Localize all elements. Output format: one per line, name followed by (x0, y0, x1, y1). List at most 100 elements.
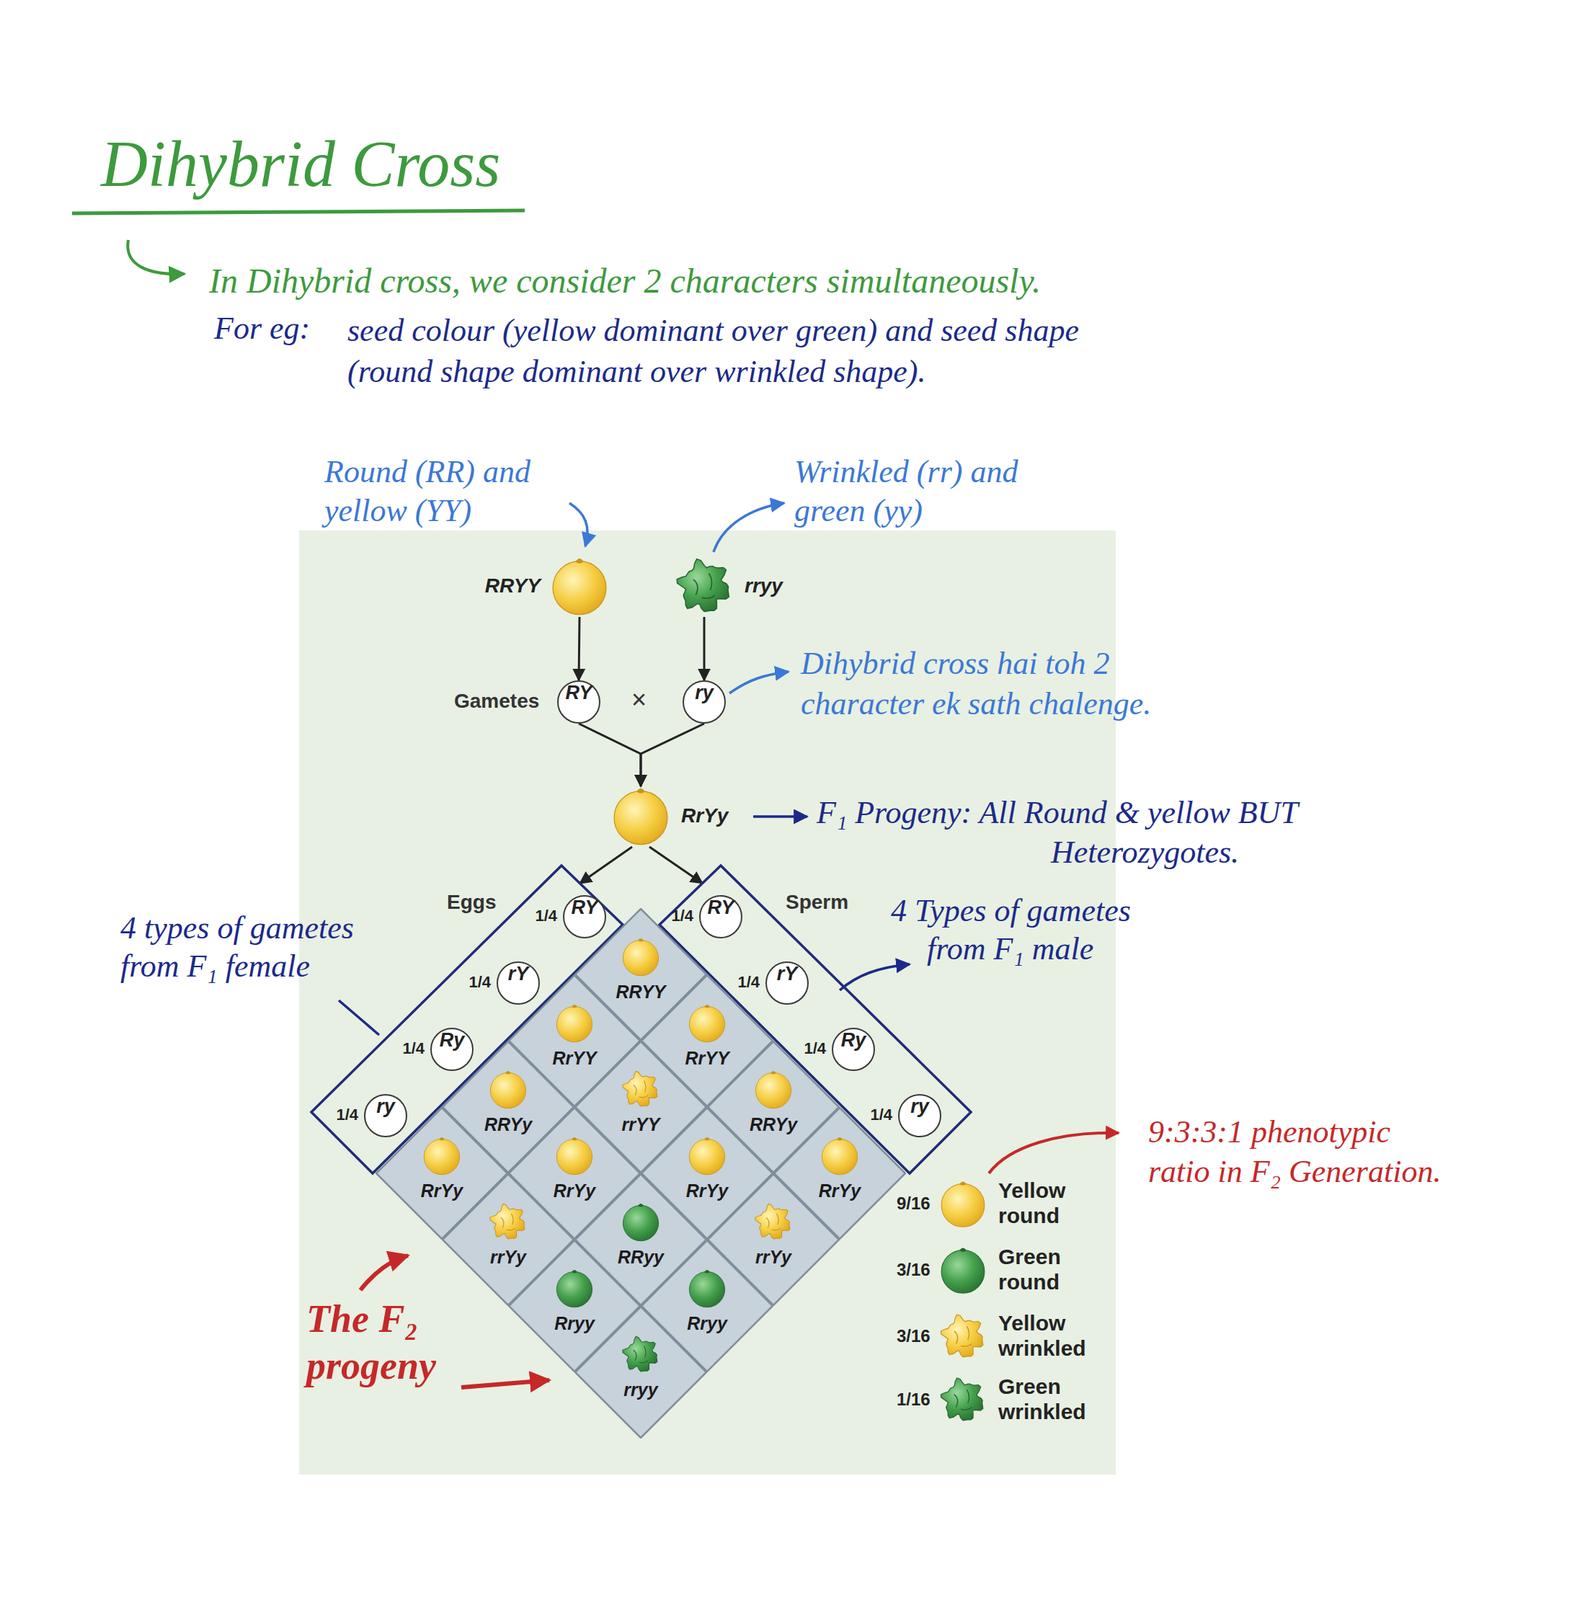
pea-hilum (836, 1137, 843, 1141)
genotype-label: rryy (744, 574, 783, 598)
pea-hilum (959, 1181, 967, 1185)
pea-node: RRYY (549, 556, 610, 617)
gamete-circle: RY (557, 680, 601, 724)
callout-arrow (360, 1255, 408, 1291)
pea-crease (954, 1389, 972, 1410)
legend-text: Yellow wrinkled (998, 1311, 1107, 1361)
pea-illustration (686, 1135, 728, 1177)
pea-hilum (704, 1004, 710, 1008)
legend-fraction: 3/16 (896, 1326, 931, 1347)
connector (578, 616, 580, 681)
note-text: 4 types of gametes from F₁ female (120, 909, 402, 987)
pea-illustration (620, 937, 661, 978)
connector (578, 723, 641, 787)
pea-hilum (571, 1269, 578, 1273)
pea-body (940, 1314, 983, 1358)
pea-body (552, 561, 607, 615)
pea-body (423, 1138, 460, 1175)
pea-body (490, 1203, 525, 1239)
gamete-circle: 1/4ry (898, 1094, 942, 1138)
connector (703, 616, 706, 681)
pea-illustration (487, 1069, 529, 1110)
leader-line (338, 1000, 380, 1036)
pea-illustration (554, 1003, 595, 1044)
legend-swatch (938, 1179, 988, 1229)
cell-border (575, 1306, 707, 1438)
pea-illustration (549, 556, 610, 617)
bracket-heading: Sperm (785, 890, 849, 914)
gamete-fraction: 1/4 (468, 973, 491, 992)
pea-illustration (686, 1268, 728, 1309)
pea-hilum (637, 938, 644, 942)
gamete-circle: 1/4Ry (430, 1027, 474, 1072)
genotype-label: RrYy (681, 804, 728, 828)
connector (580, 846, 633, 884)
cross-symbol: × (631, 684, 647, 716)
pea-body (622, 1071, 658, 1106)
gamete-fraction: 1/4 (534, 906, 558, 926)
gamete-genotype: RY (700, 896, 741, 919)
pea-hilum (571, 1137, 578, 1141)
gamete-genotype: rY (498, 962, 539, 986)
pea-body (689, 1006, 725, 1042)
pea-body (821, 1138, 857, 1175)
gamete-circle: 1/4rY (765, 961, 809, 1005)
gamete-circle: 1/4ry (363, 1094, 408, 1138)
pea-node: rryy (673, 556, 735, 617)
pea-crease (766, 1213, 781, 1231)
callout-arrow (461, 1380, 550, 1388)
legend-swatch (938, 1375, 988, 1425)
pea-illustration (610, 786, 672, 847)
gamete-genotype: ry (684, 681, 725, 705)
legend-text: Yellow round (998, 1178, 1107, 1229)
gamete-fraction: 1/4 (402, 1039, 425, 1059)
pea-hilum (505, 1071, 512, 1074)
pea-illustration (753, 1069, 794, 1110)
pea-hilum (704, 1269, 710, 1273)
note-text: Wrinkled (rr) and green (yy) (794, 452, 1040, 530)
pea-body (556, 1006, 592, 1042)
gamete-circle: 1/4RY (699, 895, 743, 939)
gamete-circle: 1/4Ry (831, 1027, 876, 1072)
pea-body (622, 1205, 659, 1241)
pea-illustration (620, 1202, 661, 1243)
gamete-circle: 1/4rY (496, 961, 540, 1005)
pea-body (676, 559, 729, 612)
pea-hilum (571, 1004, 578, 1008)
gamete-genotype: Ry (833, 1029, 874, 1052)
callout-arrow (839, 964, 910, 991)
gamete-genotype: rY (766, 962, 808, 986)
connector (649, 846, 703, 884)
pea-body (556, 1138, 592, 1175)
pea-body (940, 1378, 983, 1421)
note-text: 4 Types of gametes from F₁ male (890, 892, 1180, 969)
pea-illustration (421, 1135, 463, 1177)
pea-illustration (819, 1135, 860, 1177)
pea-illustration (554, 1135, 595, 1177)
legend-fraction: 1/16 (896, 1389, 931, 1410)
pea-body (689, 1138, 725, 1175)
note-text: F₁ Progeny: All Round & yellow BUT Heter… (816, 792, 1394, 873)
gamete-fraction: 1/4 (869, 1105, 893, 1125)
pea-hilum (637, 1203, 644, 1207)
row-label: Gametes (454, 689, 540, 713)
note-text: seed colour (yellow dominant over green)… (347, 309, 1155, 393)
callout-arrow (729, 671, 789, 694)
cell-diamond (574, 1306, 708, 1439)
gamete-genotype: RY (558, 681, 599, 705)
gamete-circle: ry (682, 680, 726, 724)
pea-body (755, 1072, 791, 1108)
pea-hilum (770, 1071, 777, 1074)
pea-body (941, 1183, 985, 1227)
connector (640, 723, 705, 787)
pea-hilum (575, 558, 584, 564)
callout-arrow (753, 815, 808, 819)
pea-illustration (753, 1202, 794, 1243)
gamete-fraction: 1/4 (803, 1039, 827, 1059)
callout-arrow (569, 503, 588, 547)
note-arrow (127, 240, 185, 274)
pea-hilum (704, 1137, 710, 1141)
